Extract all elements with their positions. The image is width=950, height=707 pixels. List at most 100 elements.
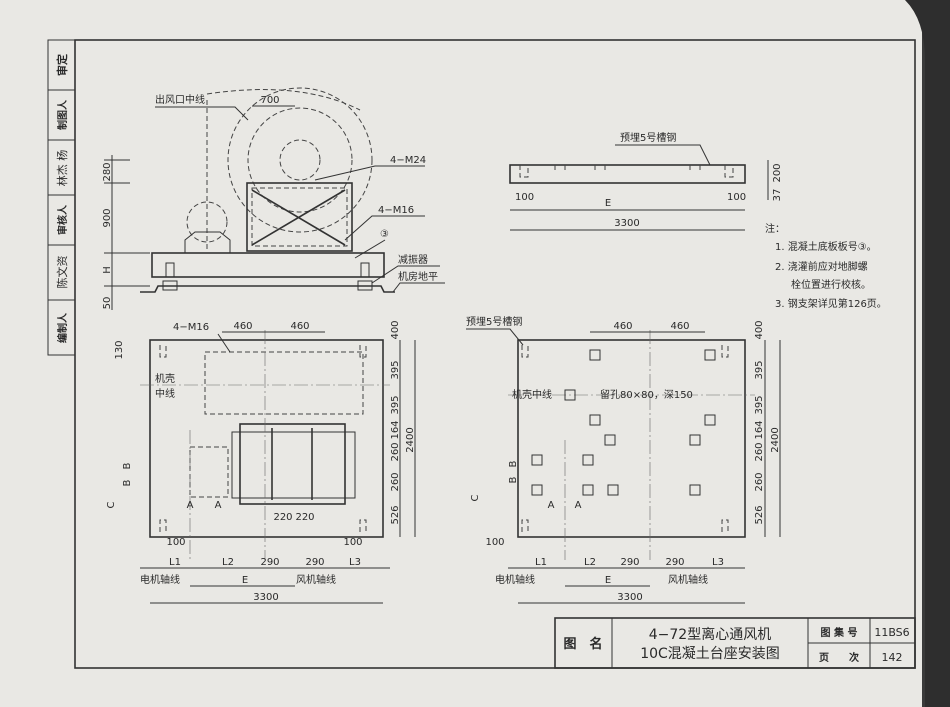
drawing-label: 460 <box>233 321 252 332</box>
drawing-label: E <box>605 198 611 209</box>
drawing-label: 280 <box>102 162 113 181</box>
drawing-label: 机壳中线 <box>512 388 552 401</box>
drawing-label: 1. 混凝土底板板号③。 <box>775 240 877 253</box>
drawing-label: 100 <box>343 537 362 548</box>
concrete-slab <box>151 252 385 278</box>
stamp-reviewer: 审核人 <box>56 204 69 235</box>
drawing-label: 290 <box>665 557 684 568</box>
drawing-label: 260 <box>754 442 765 461</box>
drawing-label: C <box>106 501 117 508</box>
drawing-label: A <box>187 500 194 511</box>
drawing-label: 栓位置进行校核。 <box>791 278 871 291</box>
drawing-label: A <box>575 500 582 511</box>
drawing-label: L3 <box>712 557 724 568</box>
drawing-label: 395 <box>390 360 401 379</box>
drawing-label: A <box>215 500 222 511</box>
drawing-label: 100 <box>166 537 185 548</box>
drawing-label: 10C混凝土台座安装图 <box>640 646 780 662</box>
drawing-label: 260 <box>390 472 401 491</box>
drawing-label: 37 <box>772 189 783 202</box>
stamp-signature-1: 林杰 杨 <box>55 150 69 187</box>
drawing-label: B <box>122 479 133 486</box>
drawing-label: 100 <box>727 192 746 203</box>
drawing-label: 2. 浇灌前应对地脚螺 <box>775 260 868 273</box>
drawing-label: 395 <box>754 395 765 414</box>
drawing-label: 4−M16 <box>173 322 209 333</box>
drawing-label: 100 <box>485 537 504 548</box>
drawing-label: 164 <box>754 420 765 439</box>
drawing-label: 页 次 <box>819 651 859 664</box>
drawing-label: 526 <box>390 505 401 524</box>
drawing-label: 220 <box>295 512 314 523</box>
drawing-label: 减振器 <box>398 253 428 266</box>
drawing-label: 100 <box>515 192 534 203</box>
stamp-author: 编制人 <box>56 312 69 343</box>
drawing-label: 395 <box>390 395 401 414</box>
drawing-label: 图 名 <box>563 636 602 652</box>
drawing-label: 220 <box>273 512 292 523</box>
stamp-drafter: 制图人 <box>56 99 69 130</box>
drawing-label: A <box>548 500 555 511</box>
drawing-label: 3. 钢支架详见第126页。 <box>775 297 887 310</box>
side-view: 预埋5号槽钢 100 E 100 3300 200 37 <box>509 131 783 231</box>
title-block: 图 名 4−72型离心通风机 10C混凝土台座安装图 图 集 号 11BS6 页… <box>554 617 916 669</box>
drawing-label: 注： <box>765 222 785 235</box>
drawing-frame <box>74 39 916 669</box>
drawing-label: 400 <box>390 320 401 339</box>
stamp-approved: 审定 <box>55 54 69 76</box>
drawing-label: 4−M16 <box>378 205 414 216</box>
stamp-signature-2: 陈文资 <box>55 256 69 289</box>
drawing-label: 200 <box>772 163 783 182</box>
drawing-label: L2 <box>222 557 234 568</box>
drawing-label: 460 <box>670 321 689 332</box>
outlet-centerline-label: 出风口中线 <box>155 93 205 106</box>
drawing-label: 预埋5号槽钢 <box>466 315 522 328</box>
drawing-label: E <box>242 575 248 586</box>
drawing-label: 260 <box>390 442 401 461</box>
drawing-label: 164 <box>390 420 401 439</box>
drawing-label: 50 <box>102 297 113 310</box>
drawing-label: 电机轴线 <box>495 573 535 586</box>
drawing-label: L2 <box>584 557 596 568</box>
drawing-label: 机壳 <box>155 372 175 385</box>
drawing-label: 900 <box>102 208 113 227</box>
drawing-label: 预埋5号槽钢 <box>620 131 676 144</box>
drawing-label: C <box>470 494 481 501</box>
drawing-label: 460 <box>290 321 309 332</box>
drawing-label: L3 <box>349 557 361 568</box>
drawing-label: 130 <box>114 340 125 359</box>
drawing-label: 机房地平 <box>398 270 438 283</box>
drawing-label: B <box>508 460 519 467</box>
drawing-label: 3300 <box>253 592 278 603</box>
page-number: 142 <box>882 651 903 664</box>
drawing-label: 526 <box>754 505 765 524</box>
plan-view-right: 预埋5号槽钢 460 460 机壳中线 留孔80×80，深150 400 395… <box>466 315 781 604</box>
drawing-label: 2400 <box>770 427 781 452</box>
drawing-label: ③ <box>380 229 389 240</box>
drawing-label: 700 <box>260 95 279 106</box>
drawing-label: 290 <box>305 557 324 568</box>
drawing-label: 260 <box>754 472 765 491</box>
drawing-label: 290 <box>620 557 639 568</box>
drawing-label: L1 <box>535 557 547 568</box>
drawing-label: 4−M24 <box>390 155 426 166</box>
elevation-view: 280 900 H 50 出风口中线 700 4−M24 4−M16 ③ 减振器… <box>102 87 445 310</box>
drawing-label: 图 集 号 <box>821 626 858 639</box>
drawing-label: 2400 <box>405 427 416 452</box>
drawing-label: 电机轴线 <box>140 573 180 586</box>
drawing-label: E <box>605 575 611 586</box>
drawing-label: L1 <box>169 557 181 568</box>
drawing-label: 460 <box>613 321 632 332</box>
drawing-label: 中线 <box>155 387 175 400</box>
plan-view-left: 4−M16 460 460 130 机壳 中线 400 395 395 164 … <box>106 320 416 604</box>
drawing-label: 400 <box>754 320 765 339</box>
anchor-holes <box>531 349 716 496</box>
drawing-label: B <box>122 462 133 469</box>
drawing-label: 风机轴线 <box>296 573 336 586</box>
drawing-label: 留孔80×80，深150 <box>600 388 693 401</box>
drawing-label: H <box>102 266 113 274</box>
drawing-label: 3300 <box>617 592 642 603</box>
atlas-number: 11BS6 <box>874 626 909 639</box>
notes: 注： 1. 混凝土底板板号③。 2. 浇灌前应对地脚螺 栓位置进行校核。 3. … <box>765 222 887 310</box>
